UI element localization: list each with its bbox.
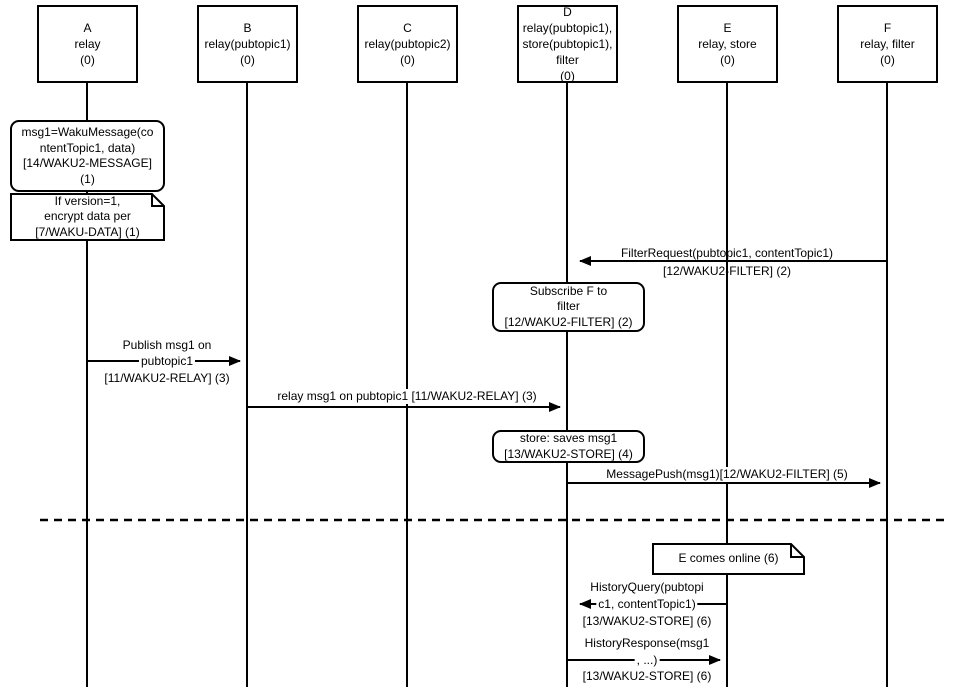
label-history-response-above: HistoryResponse(msg1	[584, 636, 710, 650]
participant-a-line-0: A	[83, 21, 92, 35]
participant-a-line-2: (0)	[80, 53, 95, 67]
note-subscribe-f-to-filter[interactable]: Subscribe F to filter [12/WAKU2-FILTER] …	[492, 282, 645, 332]
participant-box-a[interactable]: A relay (0)	[37, 5, 138, 83]
participant-box-d[interactable]: D relay(pubtopic1), store(pubtopic1), fi…	[517, 5, 618, 83]
note-e-online-fold	[790, 544, 804, 558]
participant-box-f[interactable]: F relay, filter (0)	[837, 5, 938, 83]
note-e-comes-online[interactable]: E comes online (6)	[653, 544, 804, 574]
participant-box-b[interactable]: B relay(pubtopic1) (0)	[197, 5, 298, 83]
note-msg1-wakumessage[interactable]: msg1=WakuMessage(co ntentTopic1, data) […	[10, 120, 165, 192]
label-history-query-below: [13/WAKU2-STORE] (6)	[582, 614, 712, 628]
note-subscribe-line-1: filter	[557, 299, 580, 314]
participant-b-line-2: (0)	[240, 53, 255, 67]
label-filter-request-above: FilterRequest(pubtopic1, contentTopic1)	[620, 246, 834, 260]
participant-d-line-4: (0)	[560, 69, 575, 83]
participant-b-line-0: B	[243, 21, 252, 35]
participant-b-line-1: relay(pubtopic1)	[204, 37, 291, 51]
note-encrypt-version[interactable]: If version=1, encrypt data per [7/WAKU-D…	[11, 194, 164, 240]
note-encrypt-outline	[10, 193, 165, 241]
note-encrypt-fold	[151, 194, 164, 207]
participant-d-line-3: filter	[556, 53, 579, 67]
note-msg1-line-2: [14/WAKU2-MESSAGE]	[23, 156, 152, 170]
note-store-line-0: store: saves msg1	[519, 431, 618, 445]
participant-c-line-1: relay(pubtopic2)	[364, 37, 451, 51]
label-history-query-mid: c1, contentTopic1)	[596, 597, 698, 612]
participant-d-line-2: store(pubtopic1),	[522, 37, 613, 51]
label-filter-request-below: [12/WAKU2-FILTER] (2)	[662, 264, 792, 278]
note-encrypt-line-1: encrypt data per	[44, 209, 131, 224]
participant-e-line-0: E	[723, 21, 732, 35]
note-subscribe-line-2: [12/WAKU2-FILTER] (2)	[504, 314, 633, 329]
participant-c-line-2: (0)	[400, 53, 415, 67]
note-e-online-line-0: E comes online (6)	[678, 551, 779, 566]
label-history-query-above: HistoryQuery(pubtopi	[590, 580, 704, 594]
note-encrypt-line-0: If version=1,	[54, 193, 121, 208]
participant-a-line-1: relay	[74, 37, 101, 51]
participant-f-line-2: (0)	[880, 53, 895, 67]
label-history-response-mid: , ...)	[634, 653, 660, 668]
note-e-online-text: E comes online (6)	[653, 544, 804, 574]
participant-f-line-1: relay, filter	[860, 37, 915, 51]
participant-d-line-0: D	[563, 5, 572, 19]
participant-c-line-0: C	[403, 21, 412, 35]
participant-e-line-1: relay, store	[698, 37, 757, 51]
label-history-response-below: [13/WAKU2-STORE] (6)	[582, 669, 712, 683]
note-e-online-outline	[652, 543, 805, 575]
note-encrypt-text: If version=1, encrypt data per [7/WAKU-D…	[11, 194, 164, 240]
lifelines-group	[86, 83, 888, 687]
note-encrypt-line-2: [7/WAKU-DATA] (1)	[35, 224, 140, 239]
participant-box-e[interactable]: E relay, store (0)	[677, 5, 778, 83]
label-publish-mid: pubtopic1	[138, 354, 196, 369]
participant-e-line-2: (0)	[720, 53, 735, 67]
note-store-line-1: [13/WAKU2-STORE] (4)	[504, 446, 633, 461]
label-relay-above: relay msg1 on pubtopic1 [11/WAKU2-RELAY]…	[275, 389, 539, 404]
label-publish-above: Publish msg1 on	[122, 338, 212, 352]
participant-box-c[interactable]: C relay(pubtopic2) (0)	[357, 5, 458, 83]
note-msg1-line-0: msg1=WakuMessage(co	[21, 125, 154, 139]
note-store-saves-msg1[interactable]: store: saves msg1 [13/WAKU2-STORE] (4)	[492, 430, 645, 463]
note-msg1-line-1: ntentTopic1, data)	[39, 140, 136, 155]
note-subscribe-line-0: Subscribe F to	[529, 283, 608, 298]
label-publish-below: [11/WAKU2-RELAY] (3)	[104, 371, 230, 385]
participant-f-line-0: F	[883, 21, 892, 35]
label-message-push-above: MessagePush(msg1)[12/WAKU2-FILTER] (5)	[604, 467, 850, 482]
participant-d-line-1: relay(pubtopic1),	[522, 21, 613, 35]
note-msg1-line-3: (1)	[80, 171, 95, 186]
